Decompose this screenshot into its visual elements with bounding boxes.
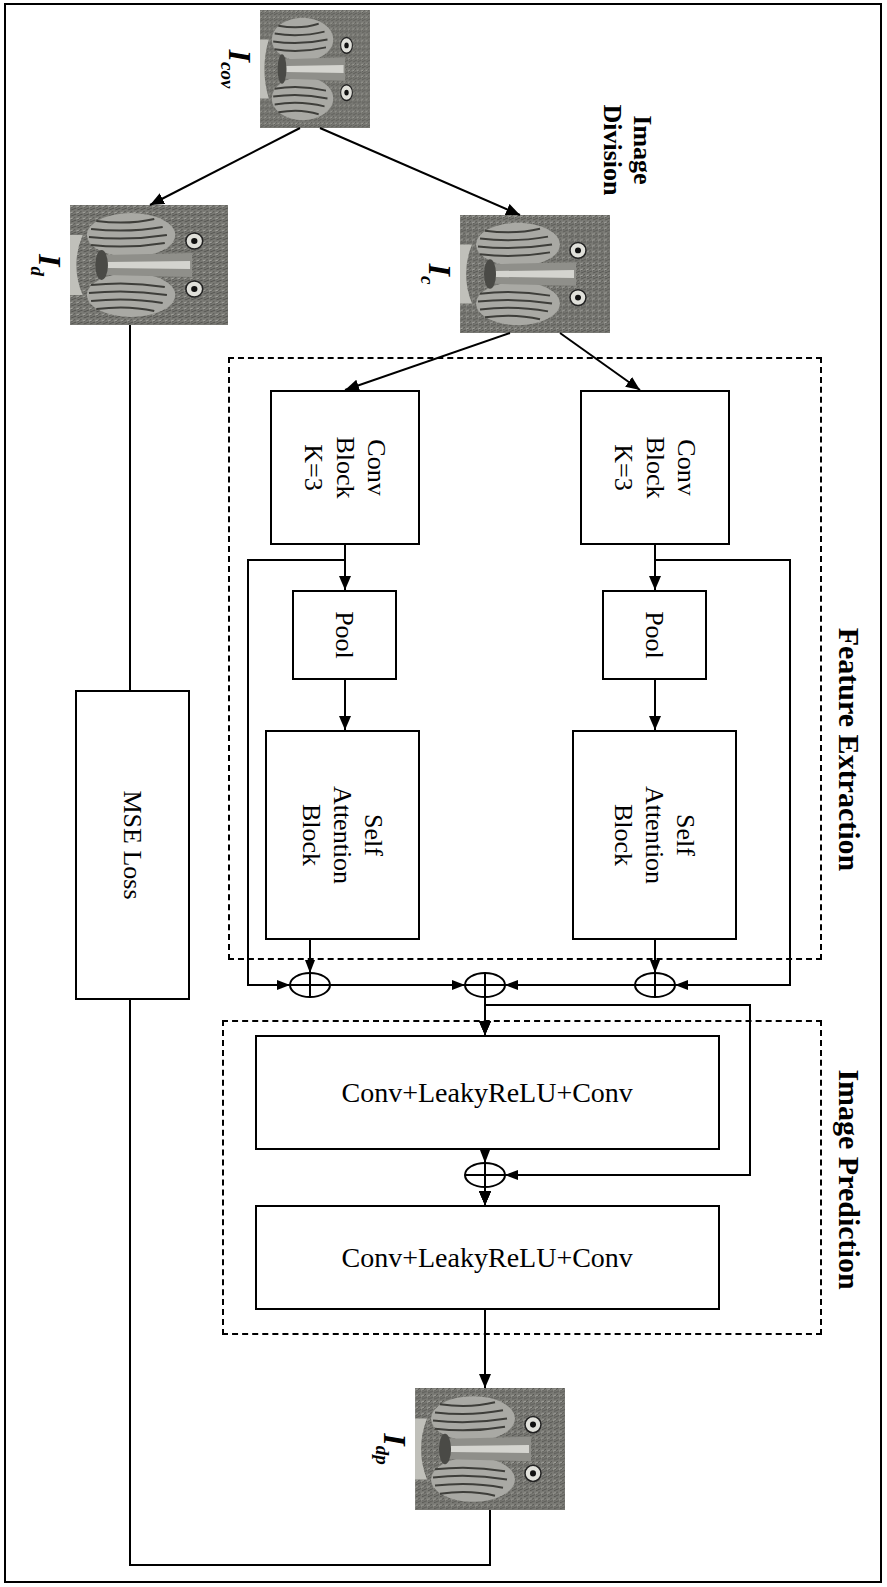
conv-block: Conv Block K=3 (580, 390, 730, 545)
image-symbol: I (377, 1433, 413, 1445)
box-text: Pool (329, 611, 360, 659)
connector-arrow (345, 333, 510, 390)
group-heading: Feature Extraction (832, 592, 866, 907)
image-label: Idp (371, 1388, 413, 1510)
connector-arrow (344, 680, 346, 730)
image-label: Ic (416, 215, 458, 333)
conv-block: Conv+LeakyReLU+Conv (255, 1205, 720, 1310)
box-text: Conv+LeakyReLU+Conv (342, 1076, 633, 1110)
image-symbol: I (222, 50, 258, 62)
connector-arrow (560, 333, 640, 390)
sum-symbol (465, 973, 505, 997)
group-heading: Image Prediction (832, 1032, 866, 1327)
pool-block: Pool (292, 590, 397, 680)
image-panel: Ic (460, 215, 610, 333)
image-subscript: cov (217, 62, 238, 88)
image-subscript: c (417, 276, 438, 284)
box-text: Conv+LeakyReLU+Conv (342, 1241, 633, 1275)
conv-block: Conv Block K=3 (270, 390, 420, 545)
baboon-image (70, 205, 228, 325)
section-label: Image Division (597, 88, 657, 212)
image-panel: Id (70, 205, 228, 325)
image-panel: Idp (415, 1388, 565, 1510)
conv-block: Conv+LeakyReLU+Conv (255, 1035, 720, 1150)
image-subscript: d (27, 266, 48, 276)
connector-arrow (248, 545, 750, 1205)
connector-arrow (485, 545, 790, 1035)
image-label: Icov (216, 10, 258, 128)
box-text: MSE Loss (117, 790, 148, 899)
connector-arrow (654, 680, 656, 730)
image-subscript: dp (372, 1446, 393, 1465)
attention-block: Self Attention Block (265, 730, 420, 940)
sum-symbol (635, 973, 675, 997)
connector-arrow (320, 128, 520, 215)
module-group: Image PredictionConv+LeakyReLU+ConvConv+… (222, 1020, 822, 1335)
pool-block: Pool (602, 590, 707, 680)
box-text: Self Attention Block (296, 786, 390, 884)
box-text: Self Attention Block (608, 786, 702, 884)
baboon-image (260, 10, 370, 128)
sum-symbol (465, 1163, 505, 1187)
module-group: Feature ExtractionConv Block K=3PoolSelf… (228, 357, 822, 960)
image-label: Id (26, 205, 68, 325)
box-text: Conv Block K=3 (608, 436, 702, 498)
outer-frame (5, 4, 881, 1582)
attention-block: Self Attention Block (572, 730, 737, 940)
sum-symbol (290, 973, 330, 997)
box-text: Pool (639, 611, 670, 659)
baboon-image (415, 1388, 565, 1510)
connector-arrow (129, 325, 131, 690)
image-symbol: I (32, 254, 68, 266)
connector-arrow (150, 128, 300, 205)
loss-box: MSE Loss (75, 690, 190, 1000)
baboon-image (460, 215, 610, 333)
box-text: Conv Block K=3 (298, 436, 392, 498)
image-symbol: I (422, 264, 458, 276)
connector-arrow (484, 1310, 486, 1388)
image-panel: Icov (260, 10, 370, 128)
connector-arrow (248, 545, 485, 1035)
